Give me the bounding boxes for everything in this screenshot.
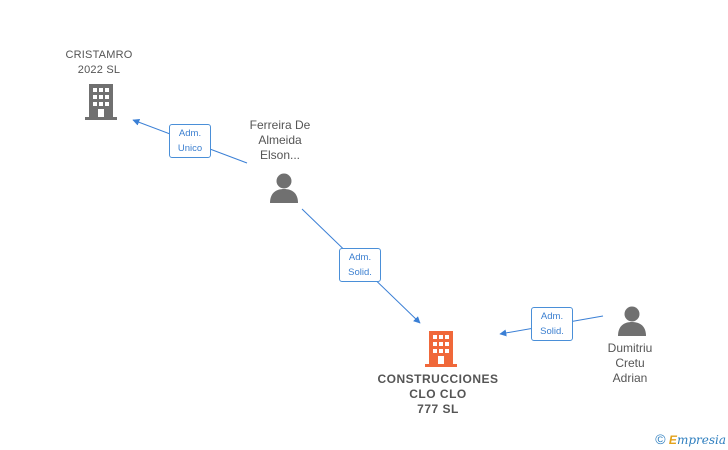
node-cristamro-label[interactable]: CRISTAMRO 2022 SL (54, 48, 144, 78)
construcciones-name-line2: CLO CLO (409, 387, 467, 401)
ferreira-name-line1: Ferreira De (249, 118, 311, 132)
cristamro-name-line1: CRISTAMRO (65, 49, 133, 61)
dumitriu-name-line3: Adrian (612, 371, 648, 385)
edge-label-line1: Adm. (348, 252, 372, 263)
edge-label-adm-solid: Adm. Solid. (531, 307, 573, 341)
node-dumitriu-label[interactable]: Dumitriu Cretu Adrian (588, 341, 672, 386)
construcciones-name-line1: CONSTRUCCIONES (377, 372, 499, 386)
node-ferreira-label[interactable]: Ferreira De Almeida Elson... (232, 118, 328, 163)
copyright-symbol: © (655, 431, 666, 447)
person-icon[interactable] (268, 173, 300, 203)
cristamro-name-line2: 2022 SL (77, 64, 121, 76)
node-construcciones-label[interactable]: CONSTRUCCIONES CLO CLO 777 SL (368, 372, 508, 417)
building-icon[interactable] (425, 331, 457, 367)
dumitriu-name-line2: Cretu (615, 356, 645, 370)
brand-name: mpresia (676, 433, 726, 447)
building-icon[interactable] (85, 84, 117, 120)
brand-initial: E (668, 433, 677, 447)
person-icon[interactable] (616, 306, 648, 336)
dumitriu-name-line1: Dumitriu (607, 341, 653, 355)
edge-label-adm-solid: Adm. Solid. (339, 248, 381, 282)
construcciones-name-line3: 777 SL (417, 402, 459, 416)
edge-label-line1: Adm. (178, 128, 202, 139)
ferreira-name-line3: Elson... (259, 148, 301, 162)
edge-label-line2: Unico (177, 143, 203, 154)
ferreira-name-line2: Almeida (258, 133, 302, 147)
edge-label-line1: Adm. (540, 311, 564, 322)
edge-label-line2: Solid. (540, 326, 564, 337)
edge-label-adm-unico: Adm. Unico (169, 124, 211, 158)
empresia-watermark: © Empresia (655, 431, 726, 447)
edge-label-line2: Solid. (348, 267, 372, 278)
